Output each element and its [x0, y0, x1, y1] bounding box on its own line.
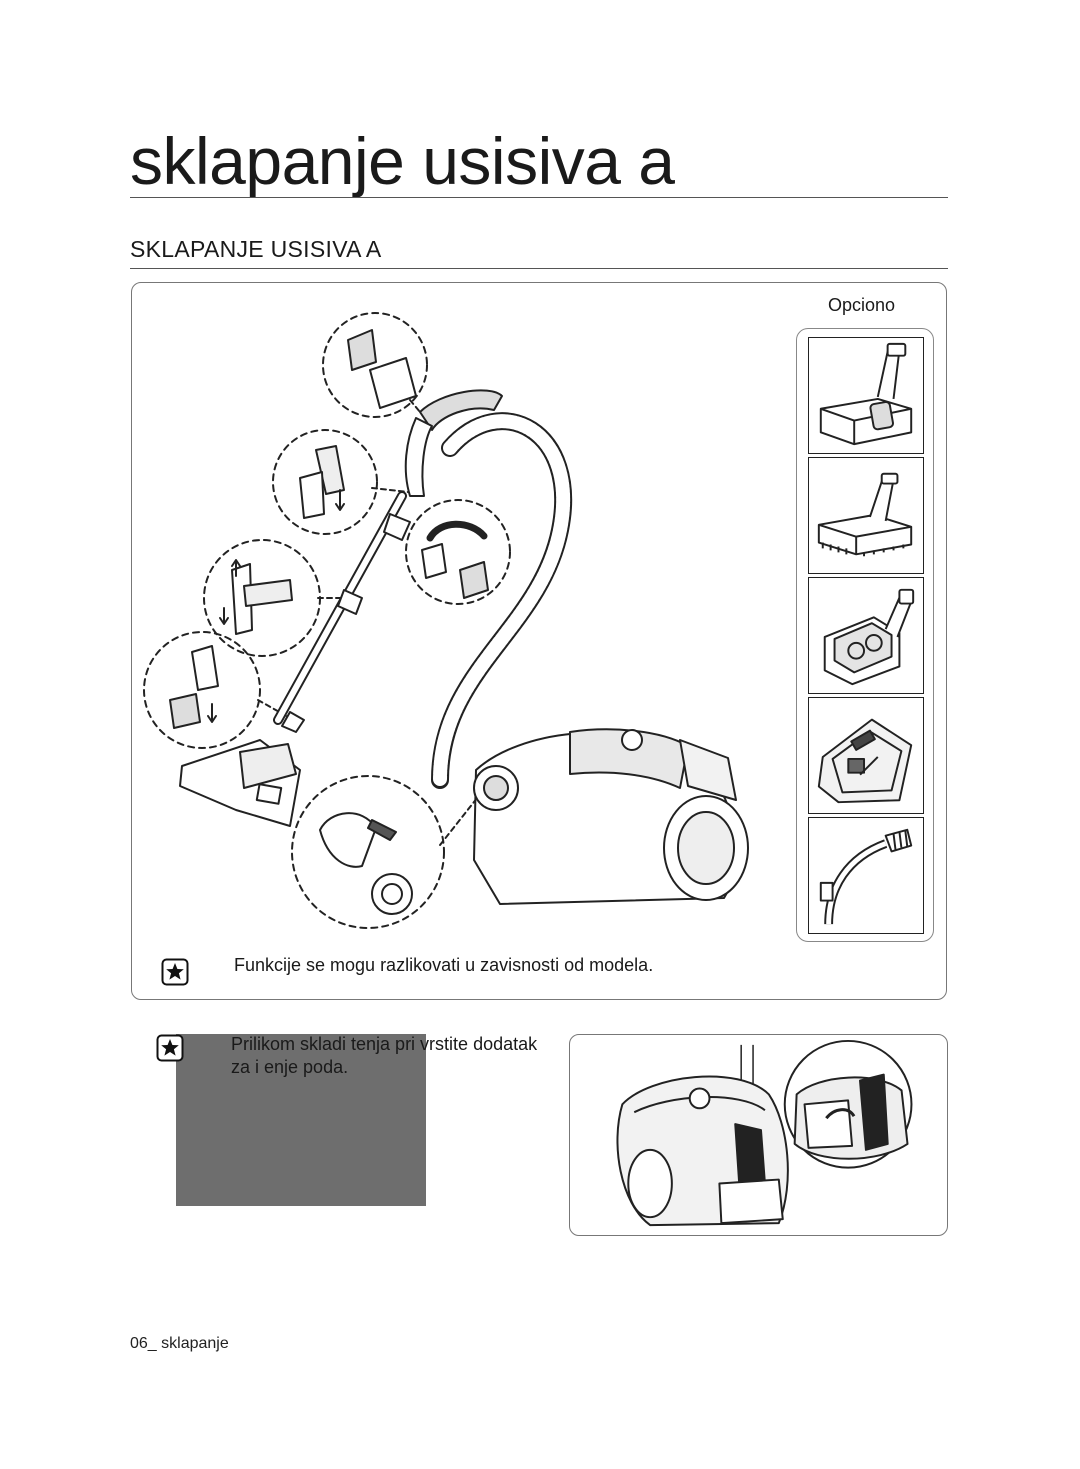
- optional-accessories-label: Opciono: [828, 295, 896, 315]
- storage-note-line-1: Prilikom skladi tenja pri vrstite dodata…: [231, 1034, 538, 1054]
- accessory-flexible-hose-image: [808, 817, 924, 934]
- star-note-icon: [156, 1034, 184, 1062]
- page-footer: 06_ sklapanje: [130, 1335, 229, 1352]
- page-title: sklapanje usisiva a: [130, 124, 675, 198]
- vacuum-assembly-illustration: [140, 300, 780, 940]
- storage-note: Prilikom skladi tenja pri vrstite dodata…: [231, 1033, 537, 1080]
- accessory-parquet-brush-image: [808, 457, 924, 574]
- storage-note-line-2: za i enje poda.: [231, 1057, 349, 1078]
- gray-overlay-block: [176, 1034, 426, 1206]
- title-divider: [130, 197, 948, 198]
- model-variation-note: Funkcije se mogu razlikovati u zavisnost…: [234, 955, 654, 975]
- assembly-figure-panel: [131, 282, 947, 1000]
- accessory-dust-bag-image: [808, 697, 924, 814]
- section-divider: [130, 268, 948, 269]
- accessory-turbo-brush-image: [808, 577, 924, 694]
- section-heading: SKLAPANJE USISIVA A: [130, 236, 382, 262]
- storage-position-illustration: [569, 1034, 948, 1236]
- star-note-icon: [161, 958, 189, 986]
- accessory-floor-brush-image: [808, 337, 924, 454]
